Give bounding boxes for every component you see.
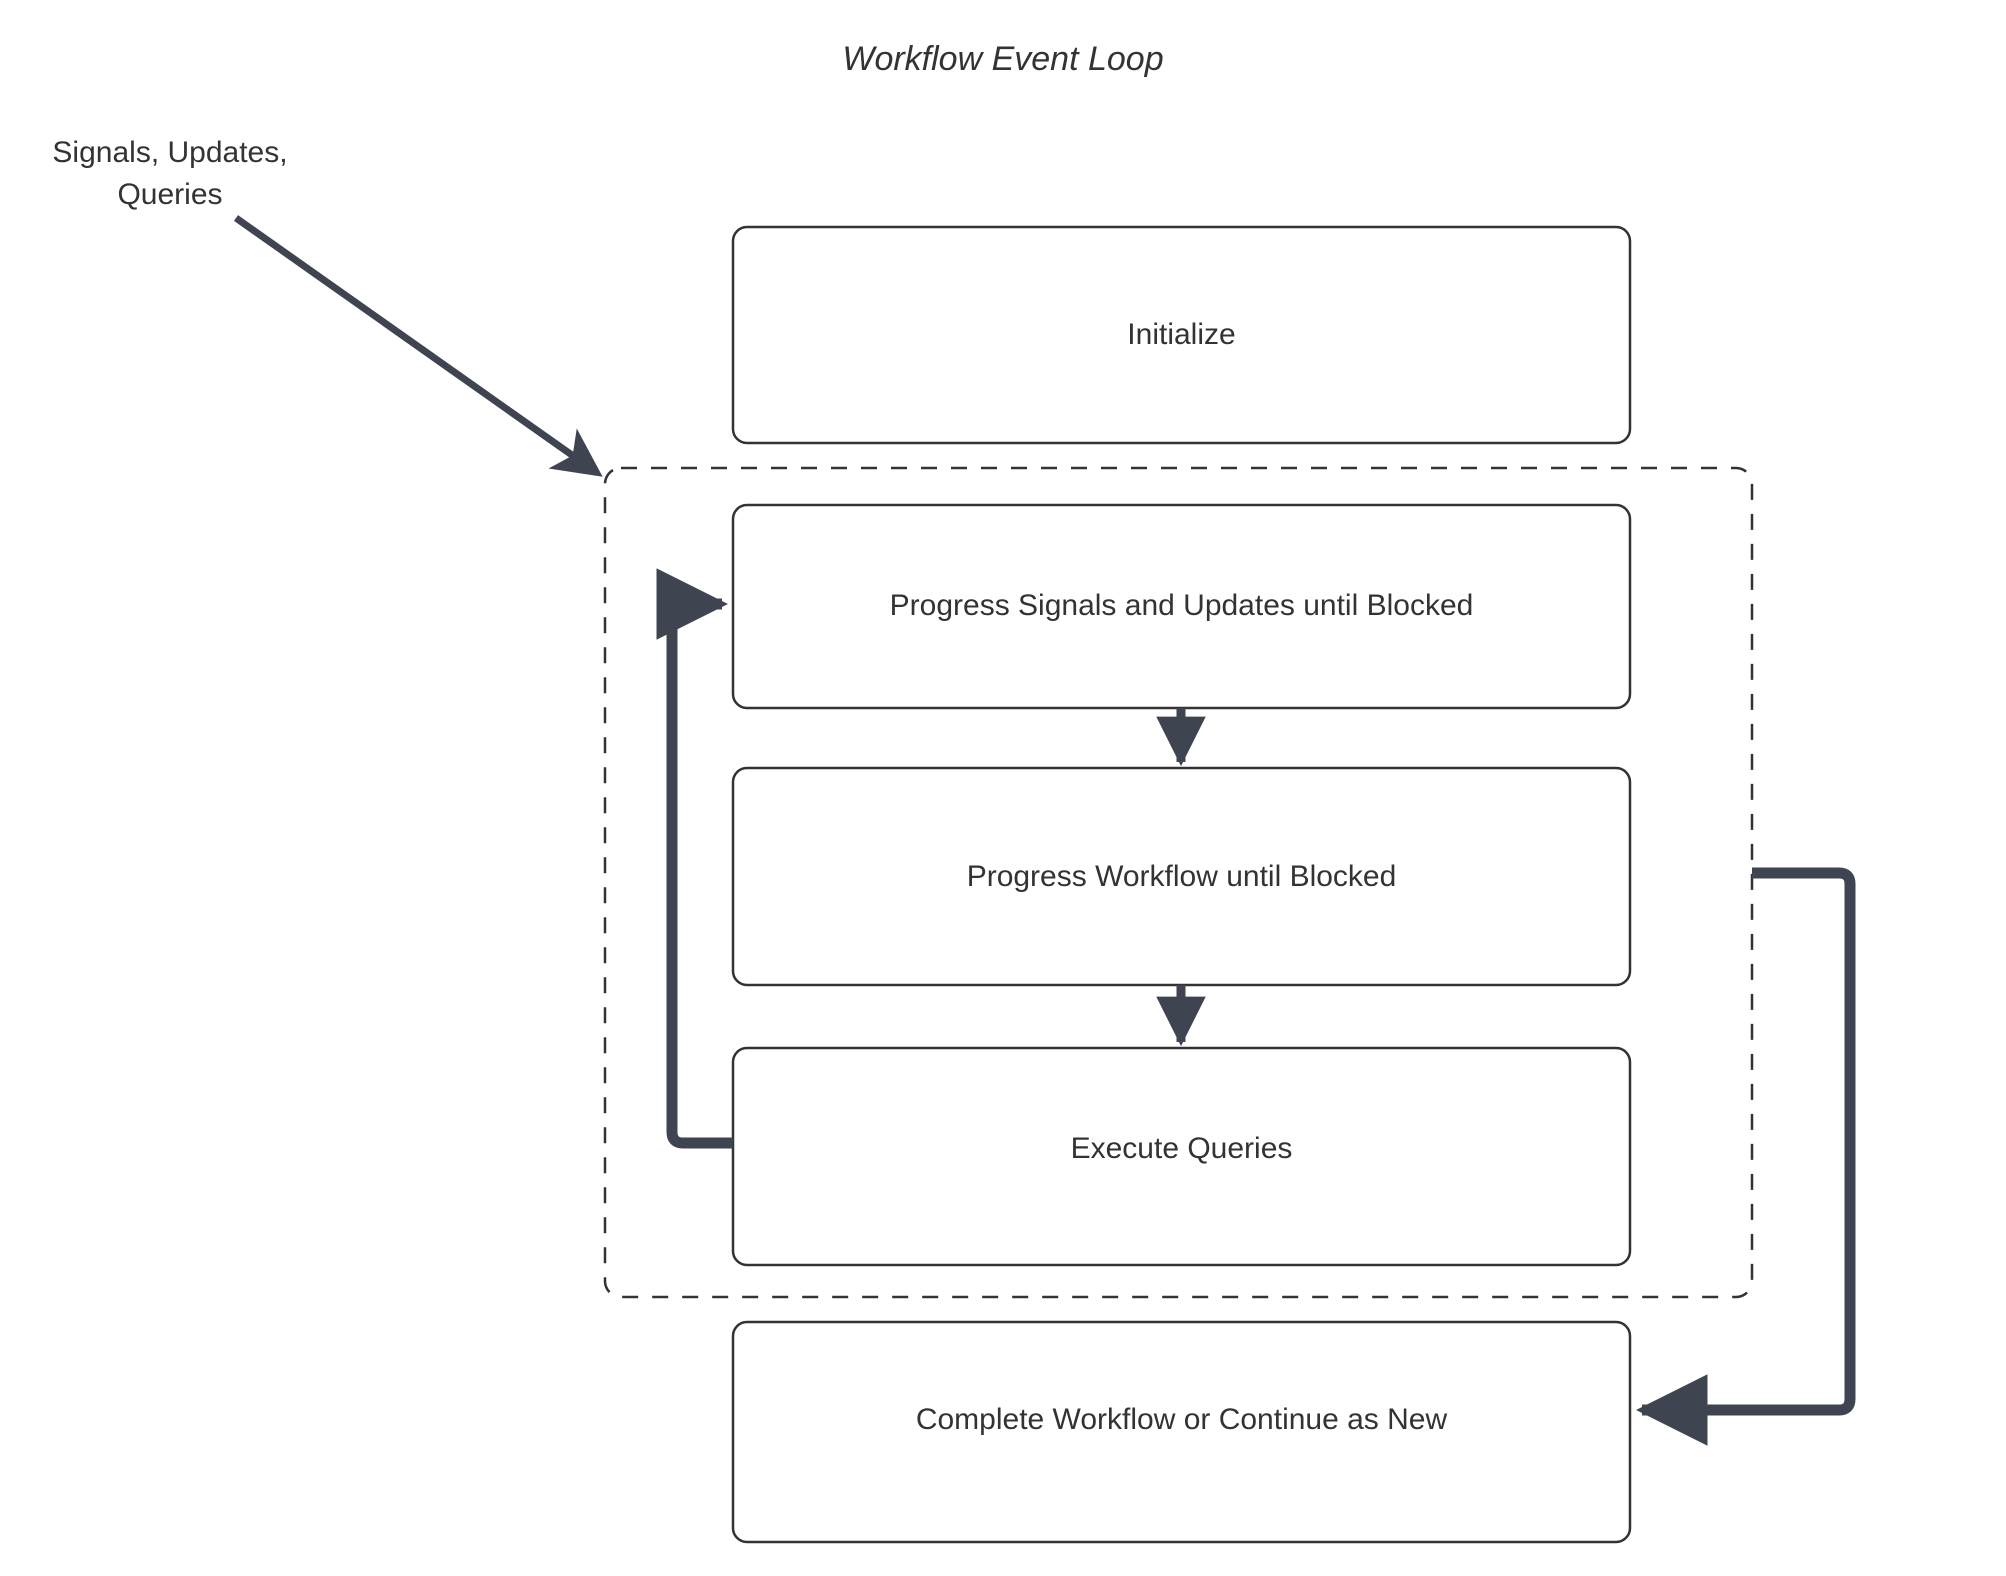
event-loop-group-border [603, 466, 1754, 1299]
node-box-progress-workflow[interactable] [731, 766, 1632, 987]
edge-loop-exit-to-complete [1636, 867, 1856, 1446]
node-box-initialize[interactable] [731, 225, 1632, 445]
edge-external-input [233, 215, 603, 477]
node-box-progress-signals-updates[interactable] [731, 503, 1632, 710]
node-box-complete-workflow[interactable] [731, 1320, 1632, 1544]
edge-queries-loop-back [656, 568, 733, 1149]
node-box-execute-queries[interactable] [731, 1046, 1632, 1267]
